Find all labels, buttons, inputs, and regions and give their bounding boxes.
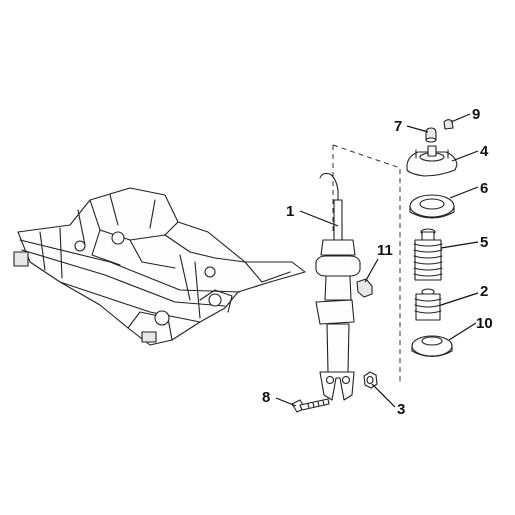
- shock-absorber-strut: [315, 172, 361, 401]
- callout-10: 10: [476, 315, 493, 332]
- callout-1: 1: [286, 203, 294, 220]
- leader-9: [450, 113, 471, 123]
- leader-3: [371, 383, 396, 408]
- leader-10: [448, 322, 477, 341]
- callout-5: 5: [480, 234, 488, 251]
- leader-2: [440, 292, 479, 306]
- hex-bolt: [291, 398, 330, 413]
- callout-4: 4: [480, 143, 489, 160]
- leader-8: [275, 397, 297, 407]
- bump-stop: [414, 288, 442, 321]
- upper-strut-mount: [406, 145, 458, 177]
- bump-stop-bracket: [356, 278, 373, 298]
- leader-5: [440, 241, 479, 249]
- callout-11: 11: [377, 242, 393, 259]
- leader-7: [406, 125, 429, 133]
- front-subframe: [13, 187, 306, 346]
- leader-4: [451, 150, 479, 162]
- lower-spring-seat: [411, 335, 453, 358]
- callout-8: 8: [262, 389, 270, 406]
- callout-9: 9: [472, 106, 480, 123]
- callout-2: 2: [480, 283, 488, 300]
- callout-7: 7: [394, 118, 402, 135]
- leader-11: [364, 258, 379, 283]
- callout-6: 6: [480, 180, 488, 197]
- dust-boot-bellows: [413, 228, 443, 281]
- leader-1: [299, 210, 339, 227]
- top-mount-nut: [425, 127, 437, 143]
- self-locking-nut: [363, 371, 378, 389]
- dust-cap: [443, 119, 454, 130]
- strut-bearing: [409, 194, 455, 219]
- callout-3: 3: [397, 401, 405, 418]
- leader-6: [449, 186, 479, 199]
